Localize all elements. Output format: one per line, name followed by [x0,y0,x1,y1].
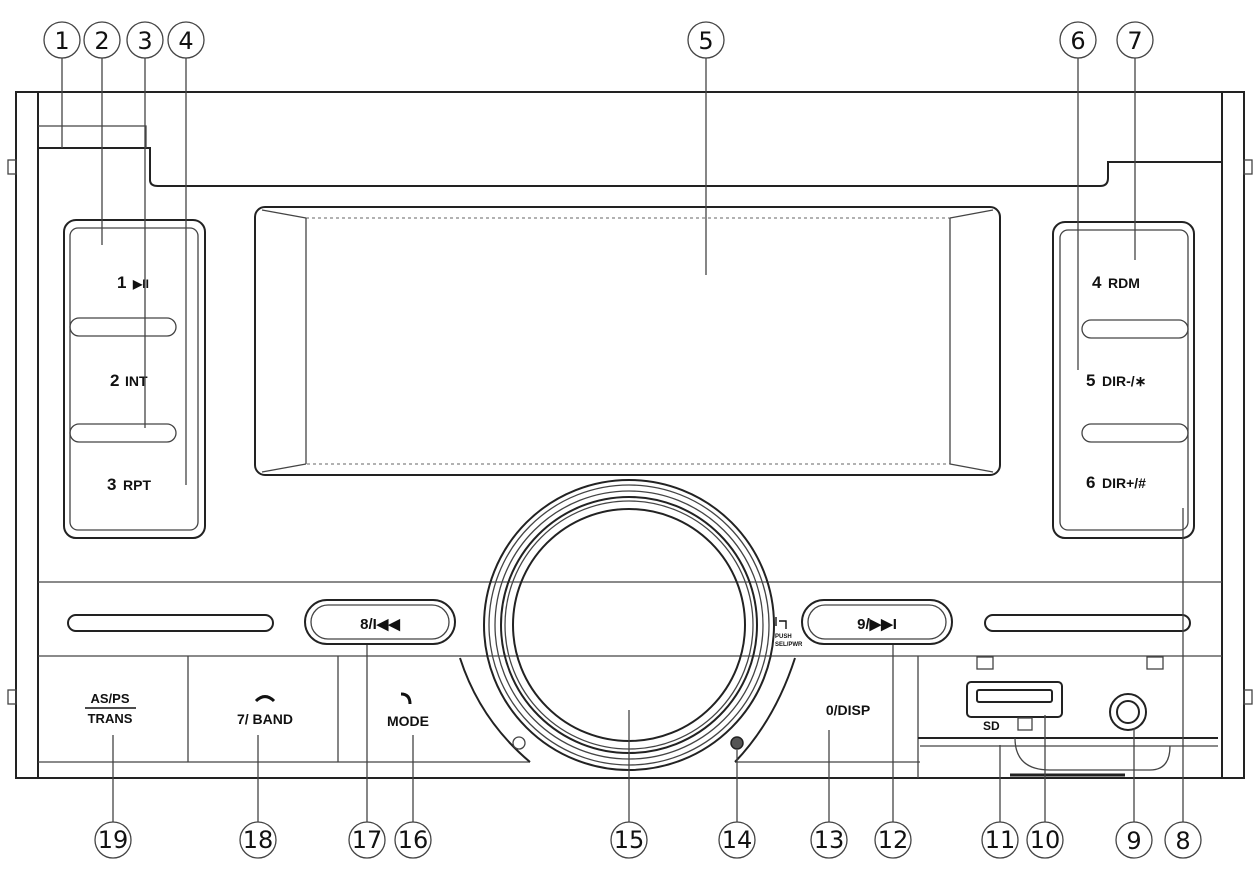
svg-text:1: 1 [54,27,69,55]
sd-label: SD [983,719,1000,733]
svg-text:19: 19 [98,826,129,854]
preset-button-4[interactable]: 4 RDM [1092,273,1140,292]
chassis [7,91,1253,779]
callout-8: 8 [1164,821,1202,859]
svg-text:11: 11 [985,826,1016,854]
callout-16: 16 [394,821,432,859]
usb-port[interactable] [966,681,1063,718]
bottom-button-bank [187,656,919,778]
preset-button-3[interactable]: 3 RPT [107,475,151,494]
callout-12: 12 [874,821,912,859]
callout-9: 9 [1115,821,1153,859]
preset-button-5[interactable]: 5 DIR-/∗ [1086,371,1146,390]
band-label: 7/ BAND [237,711,293,727]
disp-button[interactable]: 0/DISP [826,702,870,718]
sd-card-slot[interactable]: SD [983,717,1033,733]
svg-text:8: 8 [1175,827,1190,855]
preset-button-1[interactable]: 1 ▶II [117,273,149,292]
svg-text:16: 16 [398,826,429,854]
preset-button-6[interactable]: 6 DIR+/# [1086,473,1146,492]
callout-5: 5 [687,21,725,59]
right-preset-cluster [1052,221,1195,539]
power-icon [775,617,787,629]
svg-text:9: 9 [1126,827,1141,855]
mode-label: MODE [387,713,429,729]
as-ps-label: AS/PS [90,691,129,706]
svg-text:10: 10 [1030,826,1061,854]
previous-track-button[interactable]: 8/I◀◀ [304,599,456,645]
preset-5-number: 5 [1086,371,1095,390]
preset-5-label: DIR-/∗ [1102,373,1146,389]
preset-6-label: DIR+/# [1102,475,1146,491]
aux-jack[interactable] [1109,693,1147,731]
callout-18: 18 [239,821,277,859]
mode-button[interactable]: MODE [387,692,429,729]
next-track-button[interactable]: 9/▶▶I [801,599,953,645]
knob-push-label: PUSH SEL/PWR [775,617,803,648]
callout-17: 17 [348,821,386,859]
preset-4-label: RDM [1108,275,1140,291]
callout-2: 2 [83,21,121,59]
svg-text:15: 15 [614,826,645,854]
callout-13: 13 [810,821,848,859]
preset-button-2[interactable]: 2 INT [110,371,148,390]
display-window [254,206,1001,476]
left-preset-cluster [63,219,206,539]
phone-answer-icon [400,692,412,705]
trans-label: TRANS [88,711,133,726]
callout-6: 6 [1059,21,1097,59]
leader-lines [61,58,1184,822]
svg-text:17: 17 [352,826,383,854]
previous-track-label: 8/I◀◀ [360,616,400,633]
callout-4: 4 [167,21,205,59]
svg-text:7: 7 [1127,27,1142,55]
hang-up-icon [254,695,276,703]
svg-text:13: 13 [814,826,845,854]
preset-2-number: 2 [110,371,119,390]
svg-text:2: 2 [94,27,109,55]
svg-text:3: 3 [137,27,152,55]
next-track-label: 9/▶▶I [857,616,897,633]
svg-text:14: 14 [722,826,753,854]
callout-15: 15 [610,821,648,859]
svg-text:5: 5 [698,27,713,55]
callout-3: 3 [126,21,164,59]
callout-11: 11 [981,821,1019,859]
preset-2-label: INT [125,373,148,389]
seek-row [67,614,1191,632]
svg-text:12: 12 [878,826,909,854]
preset-4-number: 4 [1092,273,1102,292]
disp-label: 0/DISP [826,702,870,718]
callout-1: 1 [43,21,81,59]
reset-hole[interactable] [512,736,526,750]
port-area [918,656,1218,777]
svg-text:18: 18 [243,826,274,854]
callout-19: 19 [94,821,132,859]
preset-3-label: RPT [123,477,151,493]
callout-14: 14 [718,821,756,859]
play-pause-icon: ▶II [132,277,149,291]
callout-10: 10 [1026,821,1064,859]
as-ps-trans-button[interactable]: AS/PS TRANS [85,691,136,726]
sel-pwr-text: SEL/PWR [775,642,803,648]
mic-hole [730,736,744,750]
svg-text:4: 4 [178,27,193,55]
band-button[interactable]: 7/ BAND [237,695,293,728]
callout-7: 7 [1116,21,1154,59]
preset-3-number: 3 [107,475,116,494]
svg-text:6: 6 [1070,27,1085,55]
push-text: PUSH [775,634,792,640]
preset-1-number: 1 [117,273,126,292]
preset-6-number: 6 [1086,473,1095,492]
